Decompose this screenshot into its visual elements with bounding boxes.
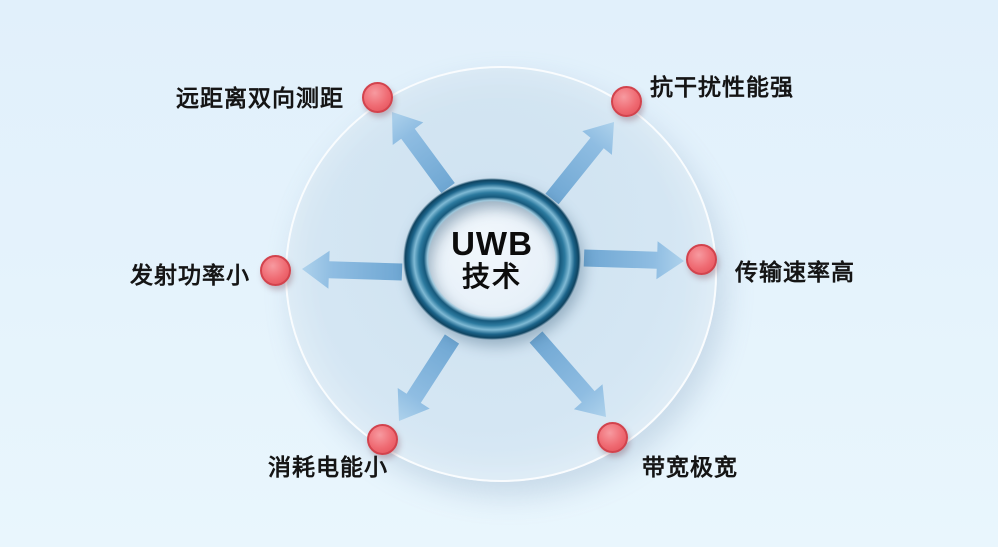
bullet-dot-left — [260, 255, 291, 286]
arrow-bottom-left — [397, 334, 460, 421]
bullet-dot-bottom-right — [597, 422, 628, 453]
arrow-bottom-right — [529, 331, 606, 417]
bullet-dot-bottom-left — [367, 424, 398, 455]
arrow-right — [583, 241, 684, 280]
arrow-left — [302, 250, 403, 289]
arrow-top-left — [392, 112, 455, 193]
feature-label-bottom-right: 带宽极宽 — [642, 454, 738, 480]
feature-label-left: 发射功率小 — [130, 262, 250, 288]
feature-label-top-right: 抗干扰性能强 — [650, 74, 794, 100]
feature-label-bottom-left: 消耗电能小 — [268, 454, 388, 480]
bullet-dot-right — [686, 244, 717, 275]
arrow-top-right — [545, 122, 614, 205]
feature-label-right: 传输速率高 — [735, 259, 855, 285]
bullet-dot-top-right — [611, 86, 642, 117]
bullet-dot-top-left — [362, 82, 393, 113]
feature-label-top-left: 远距离双向测距 — [176, 85, 344, 111]
center-ring — [403, 178, 581, 340]
